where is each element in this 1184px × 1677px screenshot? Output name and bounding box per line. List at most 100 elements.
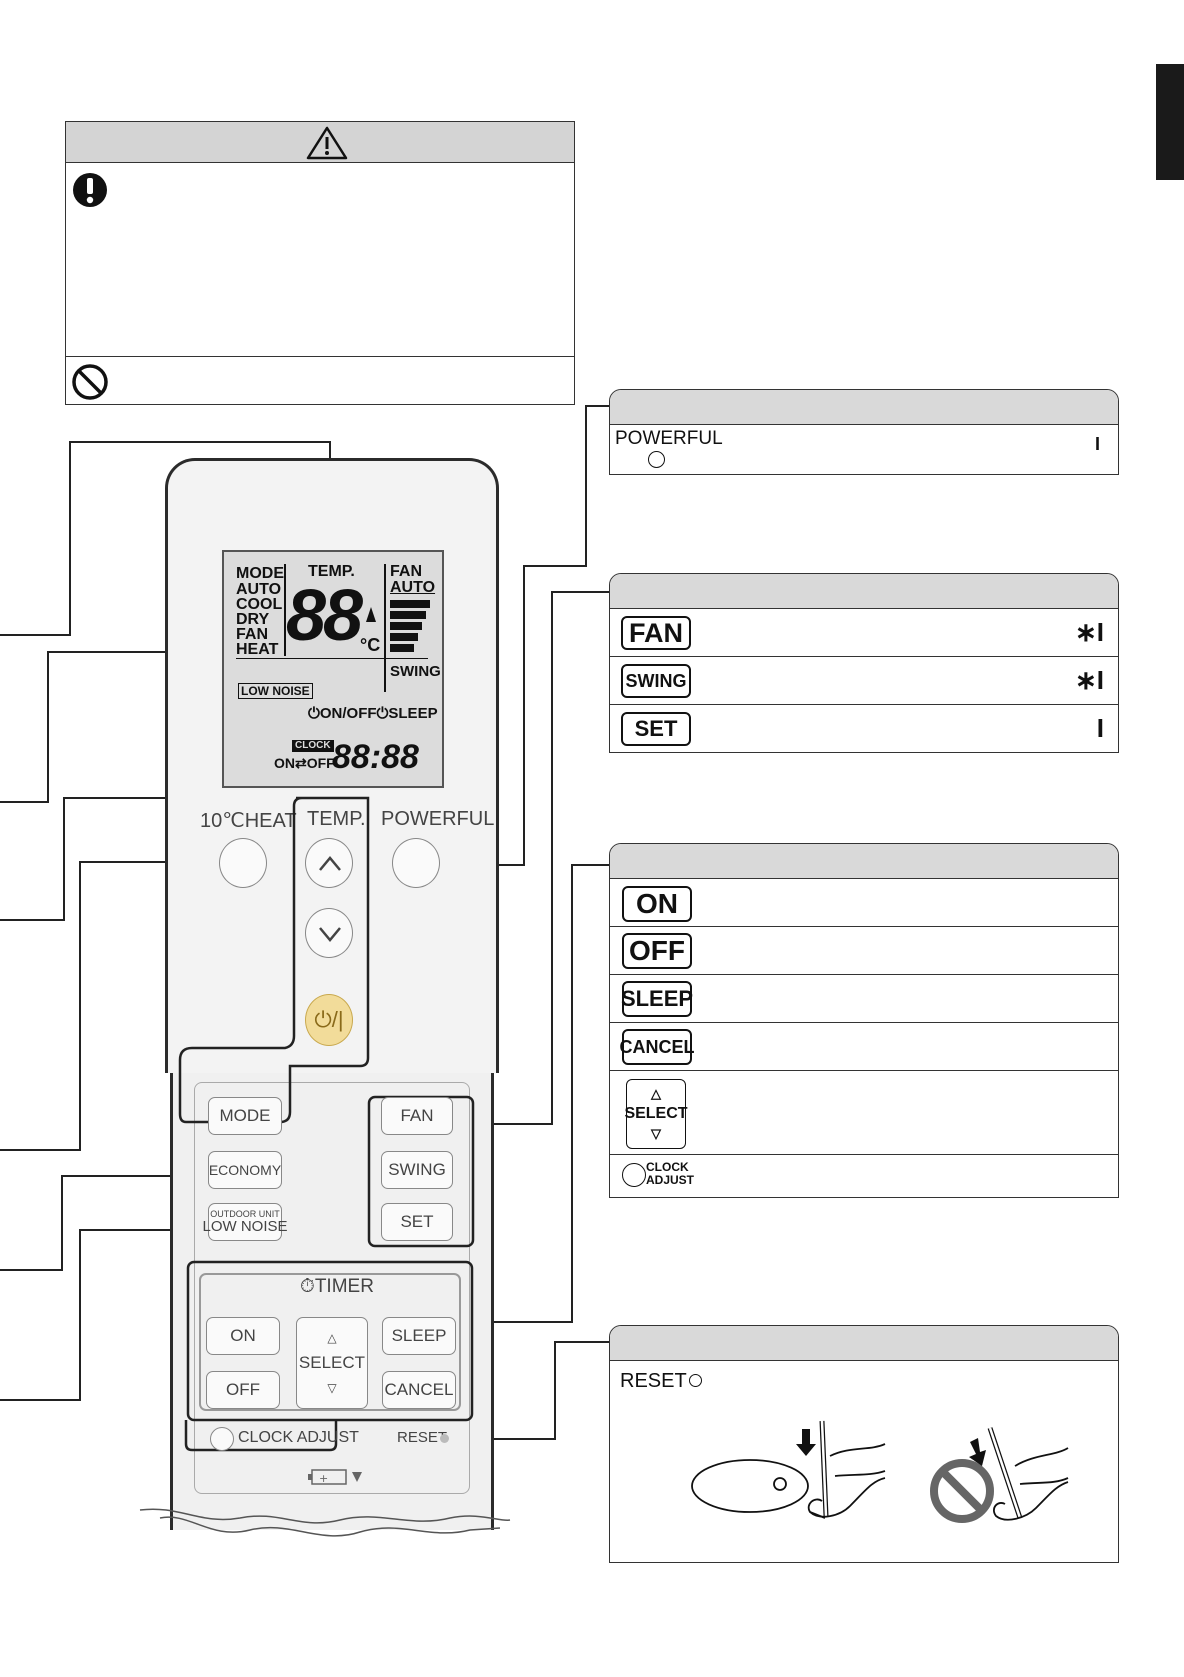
temp-up-button[interactable] [305, 838, 353, 888]
swing-button[interactable]: SWING [381, 1151, 453, 1189]
swing-marker: ∗I [1074, 665, 1104, 695]
timer-panel-row-on: ON [610, 879, 1118, 927]
lcd-onoff-sleep: ⏻ON/OFF⏻SLEEP [308, 705, 438, 722]
select-up-icon: △ [327, 1331, 337, 1345]
powerful-key-label: POWERFUL [615, 428, 723, 449]
clock-adjust-key-line1: CLOCK [646, 1160, 689, 1174]
select-down-icon: ▽ [327, 1381, 337, 1395]
reset-panel-header [610, 1326, 1118, 1361]
economy-label: ECONOMY [208, 1162, 282, 1178]
clock-adjust-key-line2: ADJUST [646, 1172, 695, 1187]
powerful-label: POWERFUL [381, 808, 495, 830]
powerful-circle-icon [648, 451, 665, 468]
timer-panel-row-off: OFF [610, 927, 1118, 975]
reset-panel: RESET [609, 1325, 1119, 1563]
timer-panel-header [610, 844, 1118, 879]
economy-button[interactable]: ECONOMY [208, 1151, 282, 1189]
timer-panel-row-sleep: SLEEP [610, 975, 1118, 1023]
svg-text:+: + [319, 1472, 328, 1485]
timer-sleep-button[interactable]: SLEEP [382, 1317, 456, 1355]
lcd-divider-right [384, 564, 386, 692]
lcd-clock-badge: CLOCK [292, 740, 334, 752]
down-arrow-icon [796, 1429, 816, 1456]
timer-sleep-key: SLEEP [621, 981, 693, 1017]
timer-cancel-key: CANCEL [620, 1029, 695, 1065]
mode-button[interactable]: MODE [208, 1097, 282, 1135]
timer-label: ⏱TIMER [296, 1276, 378, 1298]
set-button[interactable]: SET [381, 1203, 453, 1241]
heat10-label: 10℃HEAT [200, 810, 297, 832]
clock-adjust-label: CLOCK ADJUST [238, 1429, 359, 1446]
low-noise-label: LOW NOISE [202, 1218, 288, 1235]
timer-panel-row-clock: CLOCK ADJUST [610, 1155, 1118, 1197]
select-key: △ SELECT ▽ [624, 1079, 688, 1149]
lcd-display: MODE AUTO COOL DRY FAN HEAT TEMP. 88 °C … [222, 550, 444, 788]
prohibited-reset-icon [930, 1459, 994, 1523]
set-key: SET [621, 712, 691, 746]
reset-button[interactable] [440, 1434, 449, 1443]
powerful-marker: I [1094, 434, 1100, 454]
lcd-heat: HEAT [236, 641, 279, 658]
temp-label: TEMP. [307, 808, 366, 830]
reset-panel-label-text: RESET [620, 1370, 687, 1392]
timer-panel-row-select: △ SELECT ▽ [610, 1071, 1118, 1155]
lcd-mode-label: MODE [236, 565, 284, 582]
low-noise-button[interactable]: OUTDOOR UNIT LOW NOISE [203, 1203, 288, 1241]
down-arrow-slanted-icon [969, 1438, 986, 1466]
select-key-down-icon: ▽ [651, 1126, 661, 1141]
timer-on-button[interactable]: ON [206, 1317, 280, 1355]
lcd-dry: DRY [236, 611, 270, 628]
fan-panel-row-swing: SWING ∗I [610, 657, 1118, 705]
select-button[interactable]: △ SELECT ▽ [296, 1317, 368, 1409]
reset-hole-icon [688, 1374, 702, 1387]
timer-panel: ON OFF SLEEP CANCEL △ SELECT ▽ CLOCK ADJ… [609, 843, 1119, 1198]
warning-triangle-icon [306, 126, 348, 160]
remote-button-panel [194, 1082, 470, 1494]
prohibited-icon [72, 364, 108, 400]
caution-box [65, 121, 575, 405]
language-tab [1156, 64, 1184, 180]
lcd-cool: COOL [236, 596, 283, 613]
clock-adjust-button[interactable] [210, 1427, 234, 1451]
timer-cancel-button[interactable]: CANCEL [382, 1371, 456, 1409]
fan-panel-header [610, 574, 1118, 609]
mandatory-icon [73, 173, 107, 207]
remote-back-outline [691, 1459, 809, 1513]
heat10-button[interactable] [219, 838, 267, 888]
timer-off-button[interactable]: OFF [206, 1371, 280, 1409]
timer-off-key: OFF [622, 933, 692, 969]
set-marker: I [1096, 713, 1104, 743]
lcd-temp-unit: °C [360, 635, 381, 655]
lcd-temp-label: TEMP. [308, 563, 355, 580]
lcd-divider-left [284, 564, 286, 656]
temp-down-button[interactable] [305, 908, 353, 958]
fan-panel: FAN ∗I SWING ∗I SET I [609, 573, 1119, 753]
reset-panel-label: RESET [620, 1370, 702, 1393]
outdoor-unit-label: OUTDOOR UNIT [210, 1209, 280, 1219]
lcd-fan-auto: AUTO [390, 579, 436, 596]
select-label: SELECT [298, 1353, 366, 1372]
fan-key: FAN [621, 616, 691, 650]
powerful-button[interactable] [392, 838, 440, 888]
lcd-fan-header: FAN [390, 563, 422, 580]
powerful-panel: POWERFUL I [609, 389, 1119, 475]
lcd-swing: SWING [390, 663, 441, 680]
lcd-auto: AUTO [236, 581, 282, 598]
remote-lower-body [170, 1070, 494, 1530]
lcd-on-off: ON⇄OFF [274, 755, 335, 771]
reset-illustration [691, 1420, 1069, 1523]
fan-marker: ∗I [1074, 617, 1104, 647]
power-button[interactable]: ⏻/| [305, 994, 353, 1046]
lcd-fan: FAN [236, 626, 268, 643]
lcd-time: 88:88 [332, 738, 419, 776]
lcd-divider-mid [236, 658, 428, 659]
select-key-up-icon: △ [651, 1086, 661, 1101]
chevron-down-icon [319, 927, 341, 942]
fan-button[interactable]: FAN [381, 1097, 453, 1135]
timer-on-key: ON [622, 886, 692, 922]
lcd-low-noise: LOW NOISE [238, 683, 313, 699]
lcd-temp-digits: 88 [286, 576, 363, 656]
